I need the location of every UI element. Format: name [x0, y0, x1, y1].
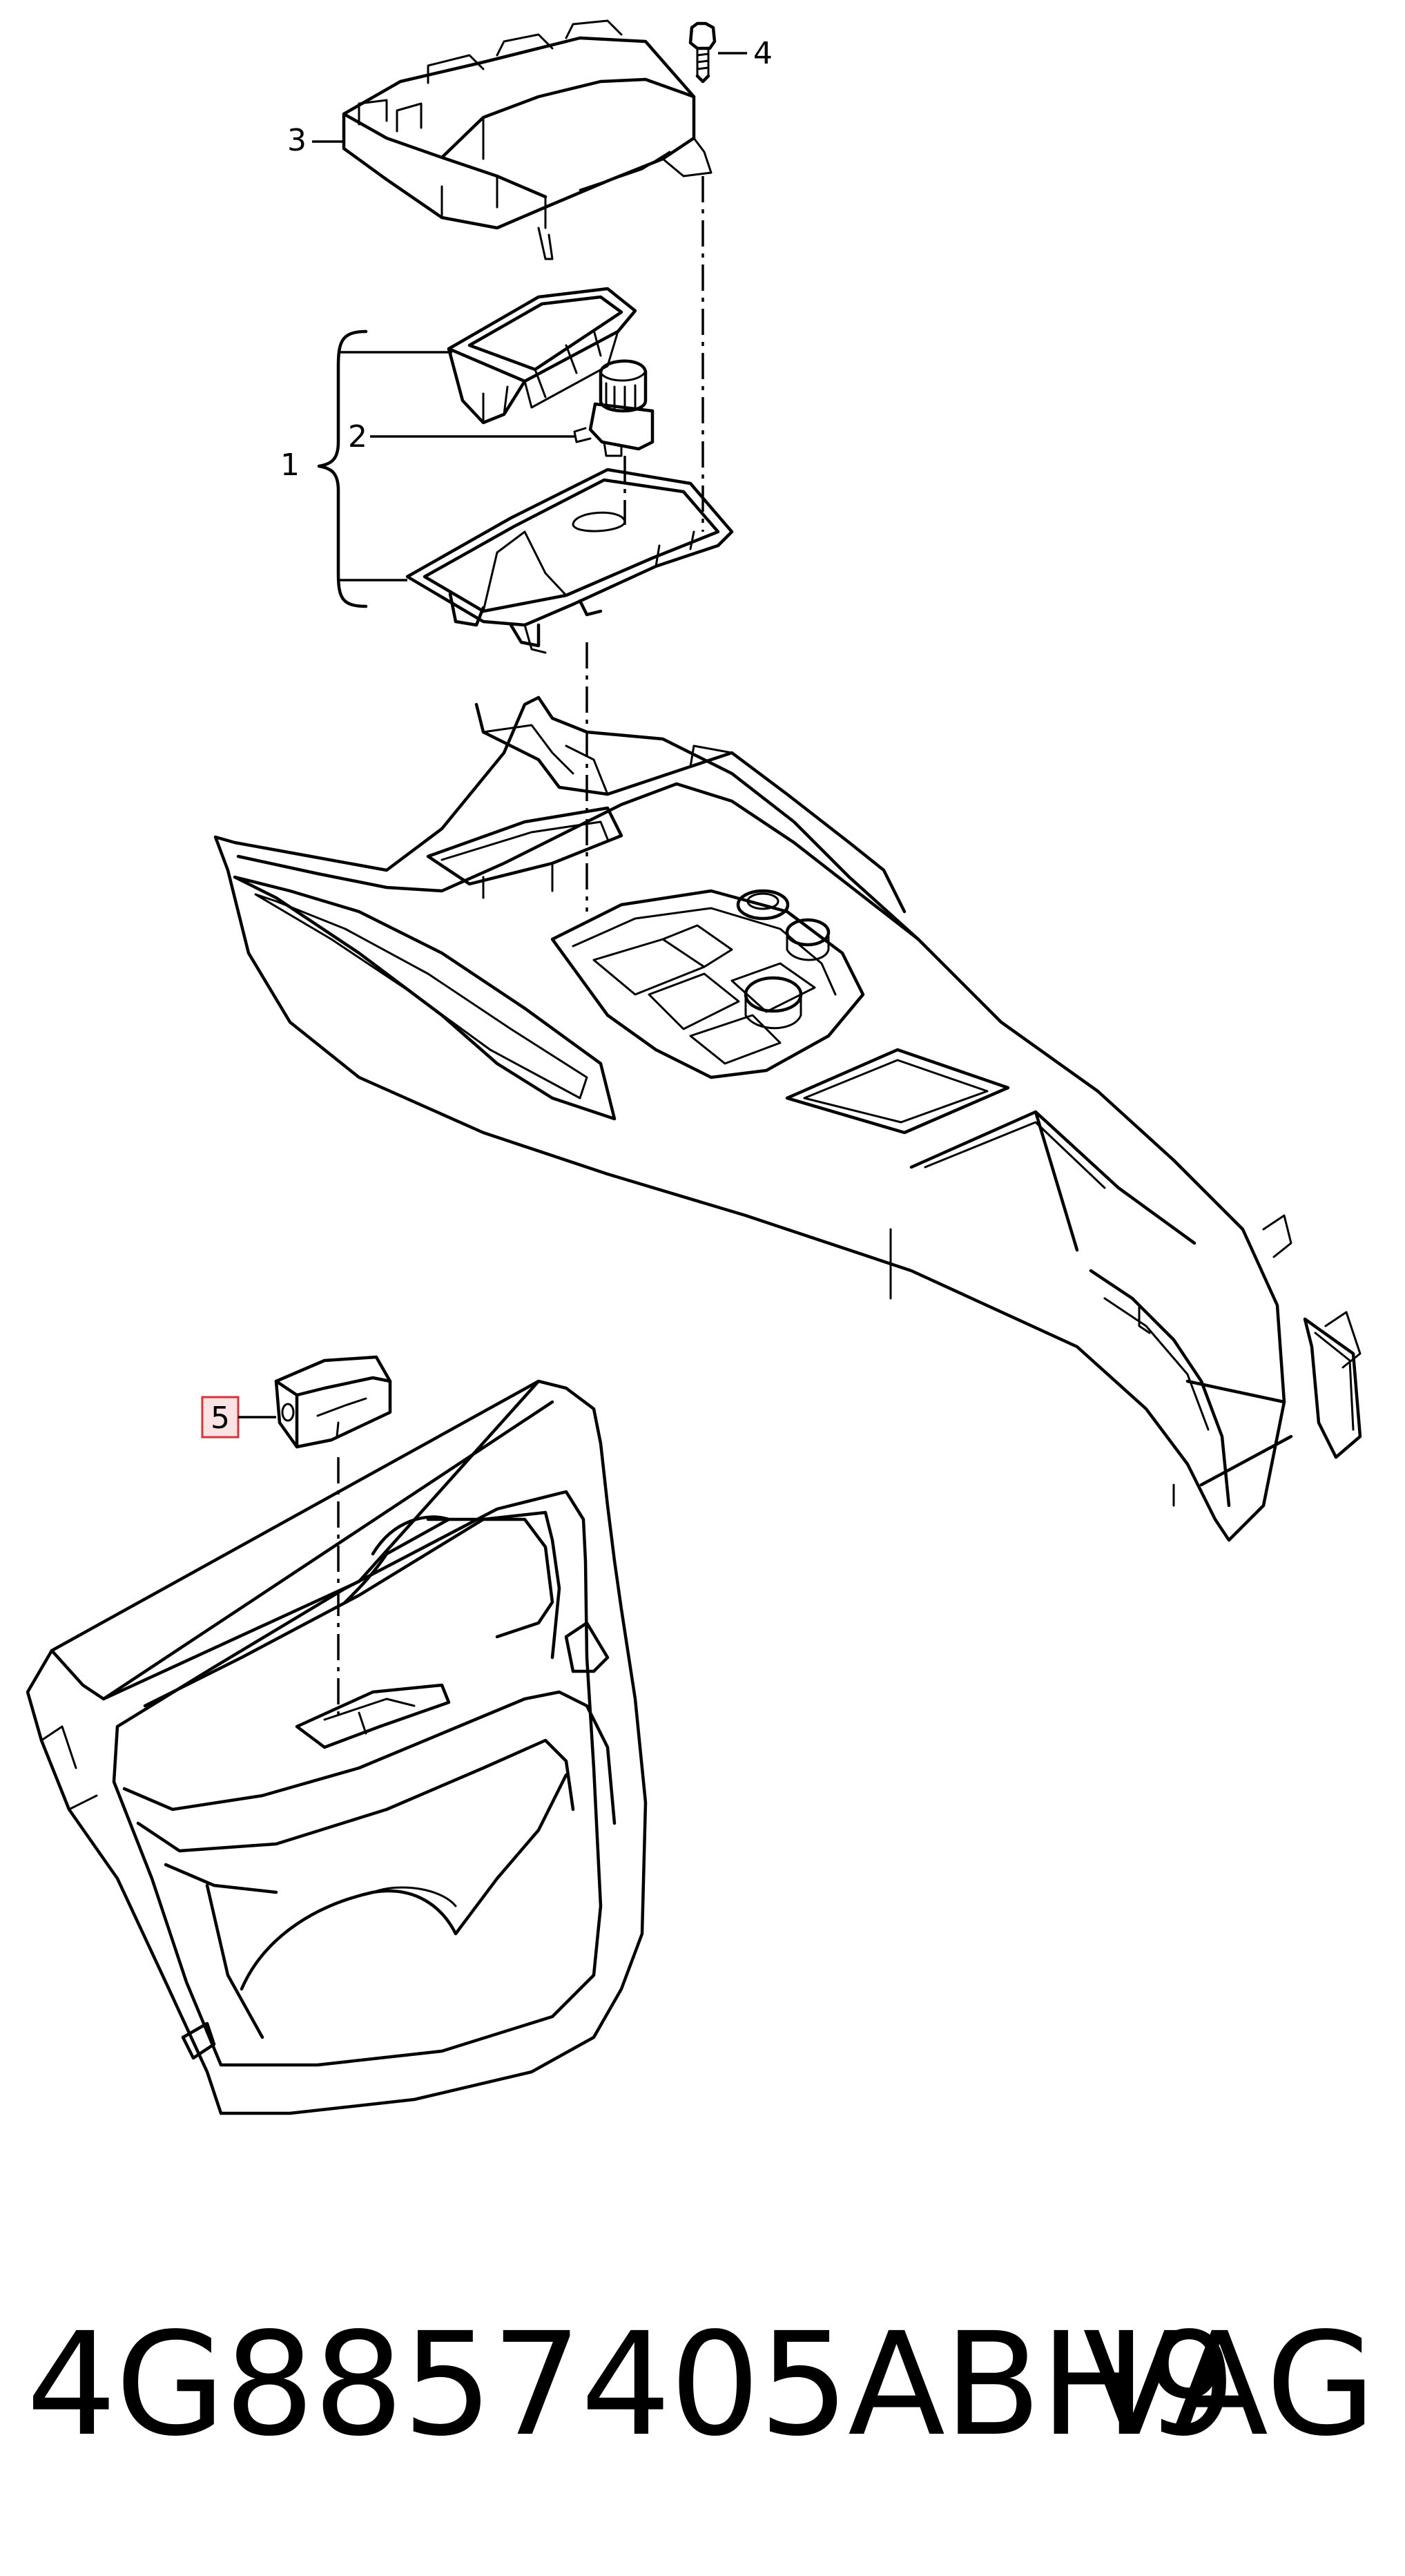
callout-label-1: 1 [280, 448, 300, 483]
callout-label-5: 5 [211, 1401, 230, 1436]
callout-5-highlighted[interactable]: 5 [201, 1396, 276, 1439]
callout-label-2: 2 [348, 419, 367, 454]
part-2-switch [573, 359, 655, 457]
callout-1: 1 [280, 448, 300, 483]
part-5-switch [274, 1355, 392, 1449]
part-1-base-frame [405, 468, 734, 654]
callout-2: 2 [348, 419, 367, 454]
part-4-screw [688, 21, 717, 84]
center-console [213, 695, 1362, 1542]
door-trim-panel [26, 1379, 648, 2115]
part-1-tray-insert [447, 287, 637, 425]
callout-label-3: 3 [287, 123, 307, 158]
brand-label: VAG [1083, 2302, 1376, 2468]
part-number: 4G8857405ABH9 [26, 2302, 1236, 2468]
group-brace-1 [317, 329, 368, 608]
callout-label-4: 4 [753, 36, 773, 71]
callout-3: 3 [287, 123, 345, 158]
part-3-control-unit [342, 19, 713, 260]
callout-4: 4 [718, 36, 773, 71]
